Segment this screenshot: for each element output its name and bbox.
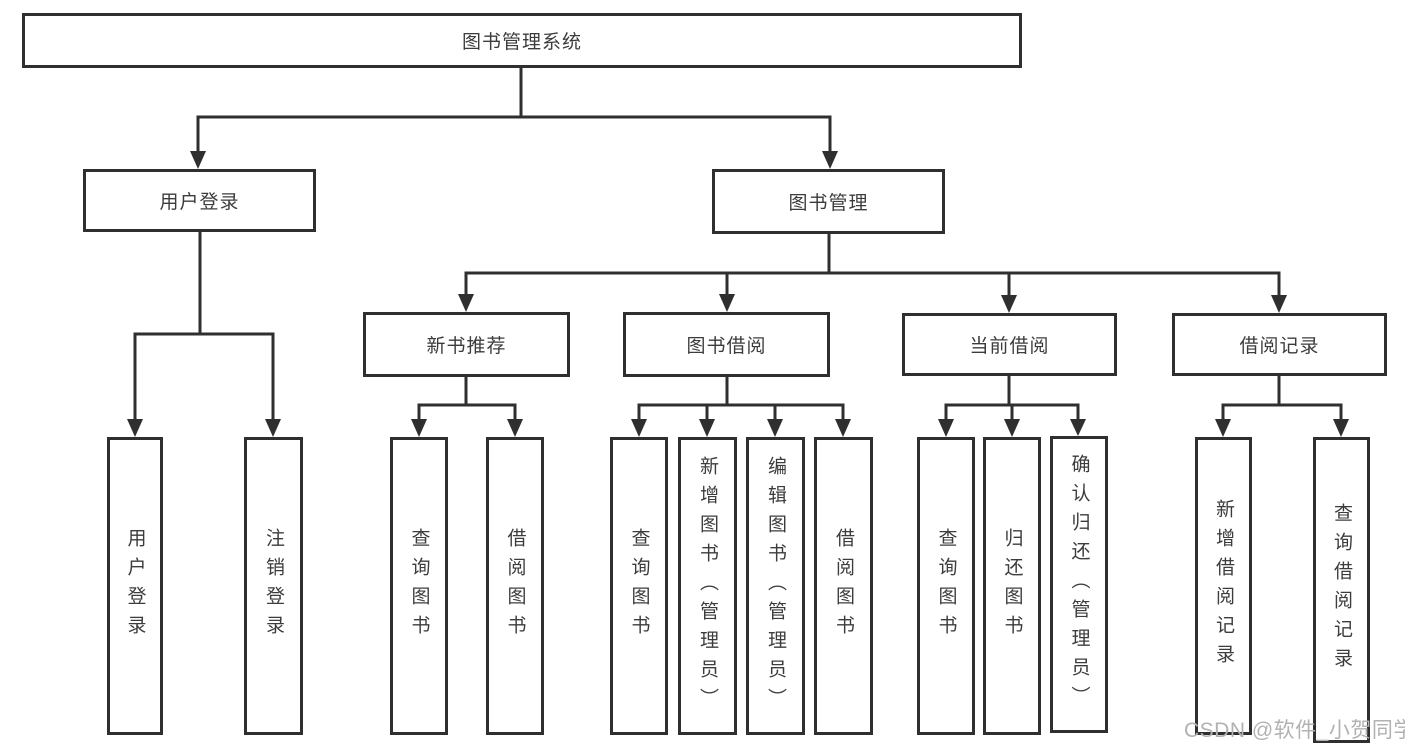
node-borrow-records: 借阅记录: [1172, 313, 1387, 376]
node-new-book-recommend-label: 新书推荐: [426, 336, 507, 357]
leaf-return-book-label: 归还图书: [1001, 528, 1023, 644]
leaf-return-book: 归还图书: [983, 437, 1041, 735]
leaf-query-books-recommend: 查询图书: [390, 437, 448, 735]
node-new-book-recommend: 新书推荐: [363, 312, 570, 377]
leaf-query-books-borrow-label: 查询图书: [628, 528, 650, 644]
connector-user-login-branch: [133, 230, 275, 423]
leaf-query-books-recommend-label: 查询图书: [408, 528, 430, 644]
node-book-management-label: 图书管理: [788, 193, 869, 214]
leaf-logout: 注销登录: [244, 437, 303, 735]
leaf-user-login: 用户登录: [107, 437, 163, 735]
node-current-borrow: 当前借阅: [902, 313, 1117, 376]
leaf-add-borrow-record: 新增借阅记录: [1195, 437, 1252, 735]
connector-new-book-branch: [417, 375, 517, 423]
connector-current-borrow-branch: [944, 374, 1080, 423]
leaf-confirm-return-admin: 确认归还（管理员）: [1050, 436, 1108, 733]
leaf-confirm-return-admin-label: 确认归还（管理员）: [1068, 454, 1090, 715]
leaf-borrow-books-recommend-label: 借阅图书: [504, 528, 526, 644]
node-book-borrow-label: 图书借阅: [686, 336, 767, 357]
node-library-system: 图书管理系统: [22, 13, 1022, 68]
leaf-edit-book-admin-label: 编辑图书（管理员）: [765, 455, 786, 717]
connector-book-borrow-branch: [637, 375, 845, 423]
leaf-borrow-books: 借阅图书: [814, 437, 873, 735]
leaf-user-login-label: 用户登录: [124, 528, 146, 644]
leaf-borrow-books-label: 借阅图书: [833, 528, 854, 644]
leaf-query-borrow-record-label: 查询借阅记录: [1331, 503, 1352, 677]
leaf-edit-book-admin: 编辑图书（管理员）: [746, 437, 805, 735]
connector-book-mgmt-branch: [464, 232, 1281, 298]
leaf-add-borrow-record-label: 新增借阅记录: [1213, 499, 1234, 673]
leaf-logout-label: 注销登录: [263, 528, 284, 644]
leaf-borrow-books-recommend: 借阅图书: [486, 437, 544, 735]
connector-borrow-records-branch: [1221, 374, 1343, 423]
leaf-query-books-current: 查询图书: [917, 437, 975, 735]
leaf-query-borrow-record: 查询借阅记录: [1313, 437, 1370, 743]
node-library-system-label: 图书管理系统: [461, 32, 582, 53]
node-user-login-label: 用户登录: [159, 192, 240, 213]
node-current-borrow-label: 当前借阅: [969, 336, 1050, 357]
connector-root-to-level2: [196, 66, 832, 155]
leaf-query-books-borrow: 查询图书: [610, 437, 668, 735]
node-borrow-records-label: 借阅记录: [1239, 336, 1320, 357]
leaf-add-book-admin-label: 新增图书（管理员）: [697, 455, 718, 717]
node-user-login: 用户登录: [83, 169, 316, 232]
arrowheads: [127, 151, 1349, 437]
csdn-watermark: CSDN @软件_小贺同学: [1184, 719, 1405, 742]
leaf-query-books-current-label: 查询图书: [935, 528, 957, 644]
node-book-borrow: 图书借阅: [623, 312, 830, 377]
leaf-add-book-admin: 新增图书（管理员）: [678, 437, 737, 735]
node-book-management: 图书管理: [712, 169, 945, 234]
